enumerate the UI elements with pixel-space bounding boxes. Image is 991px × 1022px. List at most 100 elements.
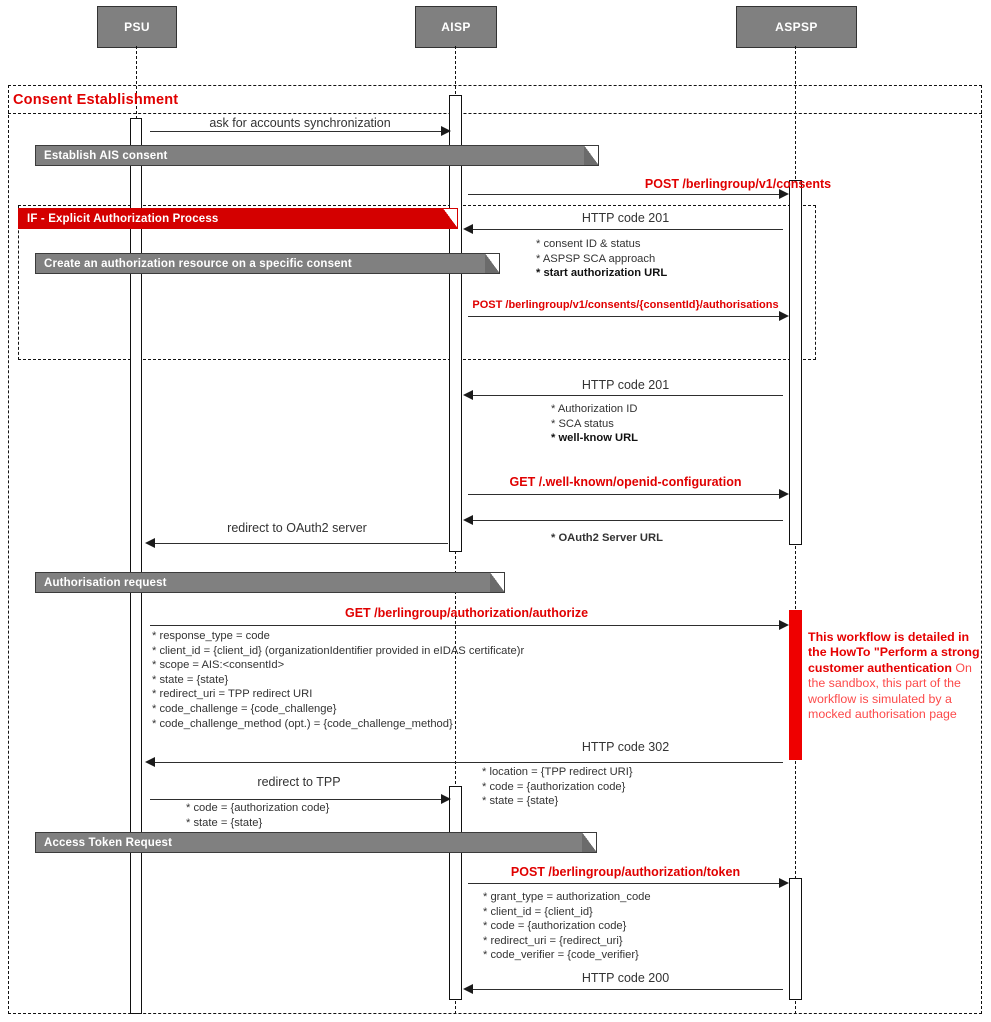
group-bar-label-access-token-request: Access Token Request	[44, 836, 173, 849]
param-item: * state = {state}	[186, 816, 263, 829]
message-line-redirect-tpp	[150, 799, 444, 800]
message-arrow-post-token	[779, 878, 789, 888]
param-item: * client_id = {client_id}	[483, 905, 593, 918]
param-block-authorize-request: * response_type = code * client_id = {cl…	[152, 629, 524, 731]
message-arrow-http-302	[145, 757, 155, 767]
activation-psu-main	[130, 118, 142, 1014]
param-item: * ASPSP SCA approach	[536, 252, 656, 265]
message-label-http-201-consent: HTTP code 201	[581, 211, 670, 225]
actor-header-psu: PSU	[97, 6, 177, 48]
param-item: * code_challenge = {code_challenge}	[152, 702, 337, 715]
actor-label-aspsp: ASPSP	[775, 20, 818, 34]
message-label-post-token: POST /berlingroup/authorization/token	[510, 865, 741, 879]
message-label-http-302: HTTP code 302	[581, 740, 670, 754]
param-block-auth-201: * Authorization ID * SCA status * well-k…	[551, 402, 638, 446]
param-item: * client_id = {client_id} (organizationI…	[152, 644, 525, 657]
param-item: * scope = AIS:<consentId>	[152, 659, 285, 672]
param-item: * SCA status	[551, 417, 614, 430]
message-label-get-authorize: GET /berlingroup/authorization/authorize	[344, 606, 589, 620]
actor-header-aisp: AISP	[415, 6, 497, 48]
group-bar-explicit-authorization: IF - Explicit Authorization Process	[18, 208, 458, 229]
actor-header-aspsp: ASPSP	[736, 6, 857, 48]
param-block-http-302: * location = {TPP redirect URI} * code =…	[482, 765, 633, 809]
group-bar-create-authorization-resource: Create an authorization resource on a sp…	[35, 253, 500, 274]
message-label-post-authorisations: POST /berlingroup/v1/consents/{consentId…	[472, 299, 779, 311]
fold-corner-icon	[490, 573, 504, 592]
param-item: * well-know URL	[551, 432, 639, 445]
group-bar-label-establish-ais-consent: Establish AIS consent	[44, 149, 168, 162]
message-label-http-201-authorization: HTTP code 201	[581, 378, 670, 392]
param-item: * code_challenge_method (opt.) = {code_c…	[152, 717, 453, 730]
message-arrow-get-wellknown	[779, 489, 789, 499]
param-item: * consent ID & status	[536, 238, 641, 250]
fold-corner-icon	[584, 146, 598, 165]
group-bar-access-token-request: Access Token Request	[35, 832, 597, 853]
group-bar-authorisation-request: Authorisation request	[35, 572, 505, 593]
param-item: * response_type = code	[152, 630, 270, 642]
param-item: * grant_type = authorization_code	[483, 891, 651, 903]
activation-aspsp-token	[789, 878, 802, 1000]
message-label-redirect-tpp: redirect to TPP	[257, 775, 341, 789]
param-block-oauth-url: * OAuth2 Server URL	[551, 531, 663, 546]
param-item: * redirect_uri = {redirect_uri}	[483, 934, 623, 947]
message-line-http-201-authorization	[468, 395, 783, 396]
group-bar-label-authorisation-request: Authorisation request	[44, 576, 167, 589]
activation-aisp-token	[449, 848, 462, 1000]
message-line-get-wellknown	[468, 494, 783, 495]
group-bar-establish-ais-consent: Establish AIS consent	[35, 145, 599, 166]
param-item: * start authorization URL	[536, 267, 668, 280]
fold-corner-icon	[582, 833, 596, 852]
frame-consent-establishment	[8, 85, 982, 1014]
fold-corner-icon	[443, 209, 457, 228]
message-arrow-post-consents	[779, 189, 789, 199]
message-arrow-redirect-tpp	[441, 794, 451, 804]
message-arrow-http-201-authorization	[463, 390, 473, 400]
message-line-http-201-consent	[468, 229, 783, 230]
actor-label-psu: PSU	[124, 20, 150, 34]
message-arrow-post-authorisations	[779, 311, 789, 321]
param-item: * state = {state}	[152, 673, 229, 686]
actor-label-aisp: AISP	[441, 20, 471, 34]
message-line-post-token	[468, 883, 783, 884]
message-line-post-authorisations	[468, 316, 783, 317]
param-item: * code = {authorization code}	[482, 780, 626, 793]
param-item: * redirect_uri = TPP redirect URI	[152, 688, 313, 701]
message-arrow-get-authorize	[779, 620, 789, 630]
activation-aspsp-sca	[789, 610, 802, 760]
param-block-token-request: * grant_type = authorization_code * clie…	[483, 890, 651, 963]
message-label-redirect-oauth2: redirect to OAuth2 server	[227, 521, 367, 535]
message-line-http-302	[150, 762, 783, 763]
message-arrow-http-200	[463, 984, 473, 994]
message-arrow-redirect-oauth2	[145, 538, 155, 548]
frame-explicit-authorization	[18, 205, 816, 360]
message-line-ask-accounts-sync	[150, 131, 444, 132]
param-item: * Authorization ID	[551, 403, 638, 415]
param-item: * state = {state}	[482, 795, 559, 808]
message-arrow-ask-accounts-sync	[441, 126, 451, 136]
param-block-redirect-tpp: * code = {authorization code} * state = …	[186, 801, 329, 830]
param-item: * OAuth2 Server URL	[551, 532, 663, 544]
message-line-http-200	[468, 989, 783, 990]
message-label-get-wellknown: GET /.well-known/openid-configuration	[509, 475, 742, 489]
activation-aspsp-upper	[789, 180, 802, 545]
message-label-http-200: HTTP code 200	[581, 971, 670, 985]
frame-consent-establishment-divider	[8, 113, 982, 114]
message-arrow-http-201-consent	[463, 224, 473, 234]
group-bar-label-create-authorization-resource: Create an authorization resource on a sp…	[44, 257, 352, 270]
param-item: * code = {authorization code}	[186, 802, 330, 814]
message-line-oauth2-server-url	[468, 520, 783, 521]
param-item: * code_verifier = {code_verifier}	[483, 949, 639, 962]
note-highlight-text: This workflow is detailed in the HowTo "…	[808, 630, 980, 675]
message-label-post-consents: POST /berlingroup/v1/consents	[644, 177, 832, 191]
frame-consent-establishment-title: Consent Establishment	[13, 92, 179, 108]
fold-corner-icon	[485, 254, 499, 273]
message-line-get-authorize	[150, 625, 783, 626]
message-label-ask-accounts-sync: ask for accounts synchronization	[209, 116, 391, 130]
message-arrow-oauth2-server-url	[463, 515, 473, 525]
note-lower-text: On the sandbox, this part of the workflo…	[808, 660, 972, 722]
param-item: * code = {authorization code}	[483, 920, 627, 933]
message-line-post-consents	[468, 194, 783, 195]
message-line-redirect-oauth2	[150, 543, 448, 544]
param-block-consent-201: * consent ID & status * ASPSP SCA approa…	[536, 237, 667, 281]
